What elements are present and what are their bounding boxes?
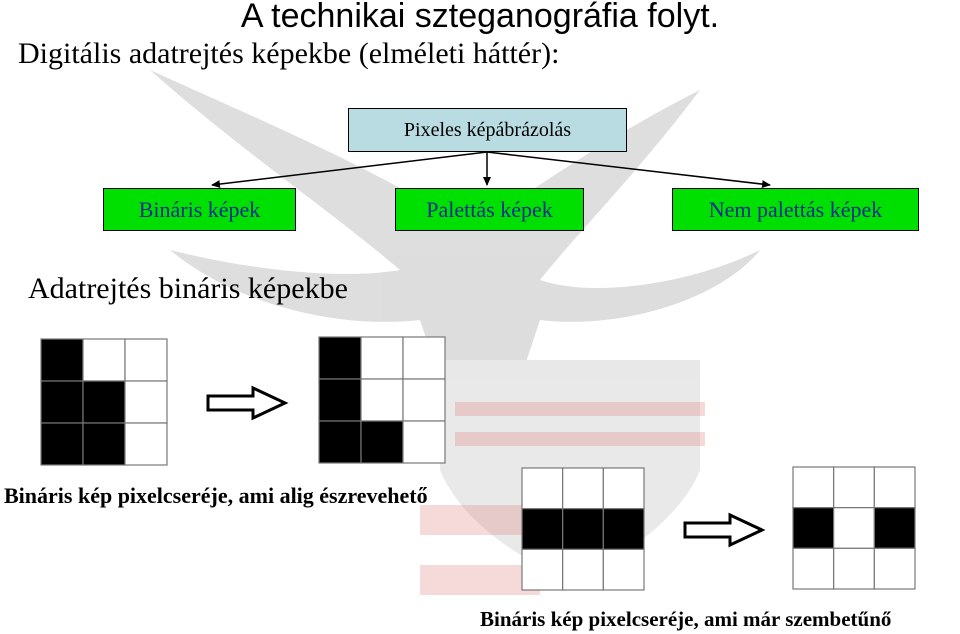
example-2-caption: Bináris kép pixelcseréje, ami már szembe… — [480, 607, 892, 631]
pixel-white — [792, 466, 835, 509]
pixel-black — [318, 336, 362, 380]
pixel-white — [82, 338, 126, 382]
pixel-white — [562, 467, 604, 510]
pixel-white — [402, 336, 446, 380]
example-2-arrow-icon — [683, 512, 766, 548]
tree-child-nem-palettas: Nem palettás képek — [672, 188, 919, 231]
pixel-white — [402, 378, 446, 422]
pixel-white — [124, 422, 168, 466]
slide-subtitle: Digitális adatrejtés képekbe (elméleti h… — [18, 37, 560, 70]
pixel-black — [360, 420, 404, 464]
pixel-white — [521, 467, 564, 510]
pixel-white — [833, 507, 875, 549]
pixel-white — [360, 336, 404, 380]
example-2-before-grid — [521, 467, 645, 591]
pixel-white — [833, 547, 875, 590]
pixel-black — [82, 422, 126, 466]
tree-child-binaris: Bináris képek — [103, 188, 296, 231]
pixel-white — [792, 547, 835, 590]
pixel-white — [124, 380, 168, 424]
pixel-white — [602, 548, 645, 591]
pixel-white — [360, 378, 404, 422]
pixel-black — [792, 507, 835, 549]
tree-connectors — [211, 151, 771, 189]
pixel-black — [318, 378, 362, 422]
pixel-white — [602, 467, 645, 510]
section-heading: Adatrejtés bináris képekbe — [28, 272, 348, 305]
example-1-arrow-icon — [206, 385, 289, 421]
pixel-white — [833, 466, 875, 509]
pixel-white — [873, 466, 916, 509]
pixel-black — [40, 422, 84, 466]
pixel-white — [402, 420, 446, 464]
example-1-before-grid — [40, 338, 168, 466]
pixel-white — [124, 338, 168, 382]
example-2-after-grid — [792, 466, 916, 590]
pixel-black — [602, 508, 645, 550]
pixel-white — [562, 548, 604, 591]
pixel-black — [40, 380, 84, 424]
pixel-black — [521, 508, 564, 550]
connector-to-binaris — [211, 151, 488, 189]
example-1-after-grid — [318, 336, 446, 464]
pixel-white — [873, 547, 916, 590]
pixel-black — [562, 508, 604, 550]
tree-root-box: Pixeles képábrázolás — [348, 108, 627, 152]
example-1-caption: Bináris kép pixelcseréje, ami alig észre… — [4, 483, 428, 508]
pixel-black — [40, 338, 84, 382]
connector-to-nem-palettas — [486, 151, 771, 189]
pixel-white — [521, 548, 564, 591]
pixel-black — [318, 420, 362, 464]
tree-child-palettas: Palettás képek — [395, 188, 584, 231]
pixel-black — [82, 380, 126, 424]
pixel-black — [873, 507, 916, 549]
slide-title: A technikai szteganográfia folyt. — [240, 0, 720, 35]
